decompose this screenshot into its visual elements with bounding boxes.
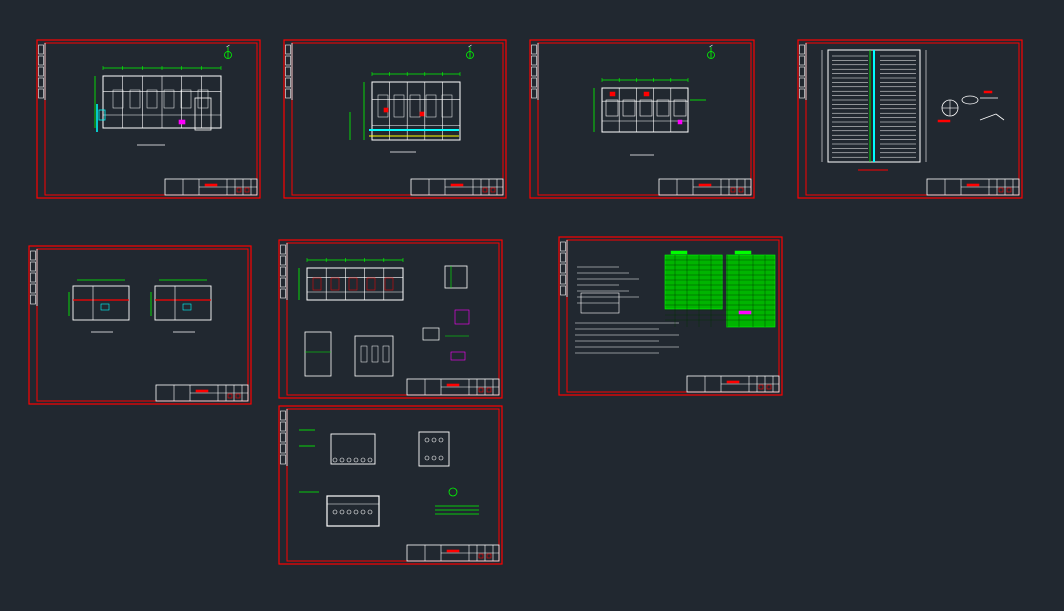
binding-strip: [280, 409, 288, 466]
binding-strip: [799, 43, 807, 100]
drawing-sheet-2[interactable]: [283, 39, 507, 199]
sheet-outer-border: [36, 39, 261, 199]
north-arrow-icon: [466, 44, 474, 59]
sheet-outer-border: [529, 39, 755, 199]
drawing-sheet-7[interactable]: [558, 236, 783, 396]
drawing-sheet-1[interactable]: [36, 39, 261, 199]
title-block: [164, 178, 258, 196]
binding-strip: [38, 43, 46, 100]
sheet-outer-border: [28, 245, 252, 405]
sheet-outer-border: [278, 239, 503, 399]
binding-strip: [560, 240, 568, 297]
binding-strip: [285, 43, 293, 100]
title-block: [686, 375, 780, 393]
title-block: [926, 178, 1020, 196]
title-block: [155, 384, 249, 402]
title-block: [406, 544, 500, 562]
north-arrow-icon: [707, 44, 715, 59]
north-arrow-icon: [224, 44, 232, 59]
sheet-outer-border: [283, 39, 507, 199]
sheet-layer: [28, 39, 1023, 565]
drawing-sheet-8[interactable]: [278, 405, 503, 565]
drawing-sheet-3[interactable]: [529, 39, 755, 199]
sheet-outer-border: [558, 236, 783, 396]
drawing-sheet-5[interactable]: [28, 245, 252, 405]
sheet-outer-border: [278, 405, 503, 565]
binding-strip: [531, 43, 539, 100]
drawing-sheet-6[interactable]: [278, 239, 503, 399]
title-block: [406, 378, 500, 396]
binding-strip: [280, 243, 288, 300]
sheet-outer-border: [797, 39, 1023, 199]
title-block: [658, 178, 752, 196]
binding-strip: [30, 249, 38, 306]
title-block: [410, 178, 504, 196]
drawing-sheet-4[interactable]: [797, 39, 1023, 199]
